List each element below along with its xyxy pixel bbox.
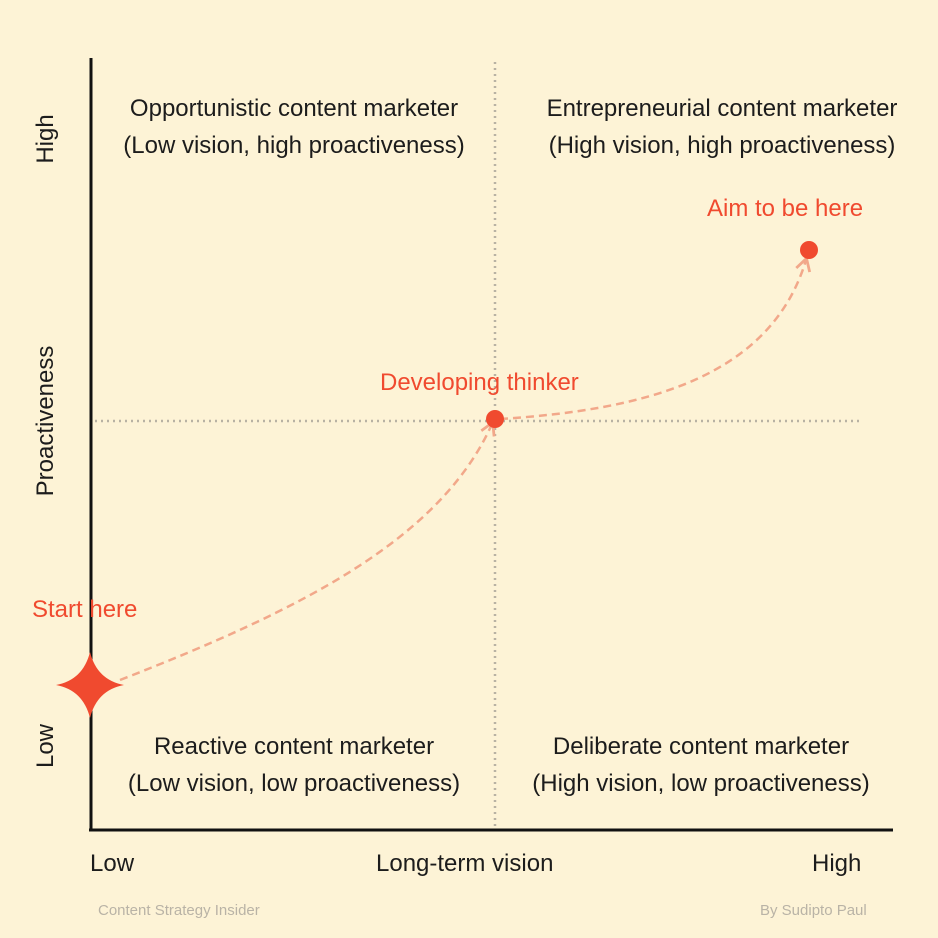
quadrant-top-right-title: Entrepreneurial content marketer (546, 95, 898, 122)
developing-thinker-dot (486, 410, 504, 428)
x-axis-high-label: High (812, 850, 862, 877)
y-axis-low-label: Low (32, 723, 59, 769)
footer-brand: Content Strategy Insider (98, 902, 260, 919)
quadrant-top-left-title: Opportunistic content marketer (129, 95, 459, 122)
x-axis-low-label: Low (90, 850, 135, 877)
y-axis-high-label: High (32, 114, 59, 164)
quadrant-bottom-right-subtitle: (High vision, low proactiveness) (532, 770, 870, 797)
y-axis-title: Proactiveness (32, 345, 59, 497)
progress-path-segment-2 (499, 255, 812, 421)
quadrant-bottom-right: Deliberate content marketer (High vision… (502, 728, 900, 802)
developing-thinker-label: Developing thinker (380, 369, 579, 396)
quadrant-bottom-left-title: Reactive content marketer (153, 733, 435, 760)
start-label: Start here (32, 596, 138, 623)
quadrant-top-left-subtitle: (Low vision, high proactiveness) (123, 132, 465, 159)
goal-label: Aim to be here (707, 195, 864, 222)
quadrant-bottom-left: Reactive content marketer (Low vision, l… (98, 728, 490, 802)
quadrant-bottom-right-title: Deliberate content marketer (552, 733, 850, 760)
quadrant-bottom-left-subtitle: (Low vision, low proactiveness) (127, 770, 461, 797)
goal-dot (800, 241, 818, 259)
quadrant-top-right: Entrepreneurial content marketer (High v… (512, 90, 932, 164)
x-axis-title: Long-term vision (376, 850, 554, 877)
quadrant-top-right-subtitle: (High vision, high proactiveness) (548, 132, 896, 159)
progress-path-segment-1 (119, 419, 496, 682)
start-star-icon (56, 652, 124, 718)
footer-author: By Sudipto Paul (760, 902, 867, 919)
quadrant-top-left: Opportunistic content marketer (Low visi… (98, 90, 490, 164)
